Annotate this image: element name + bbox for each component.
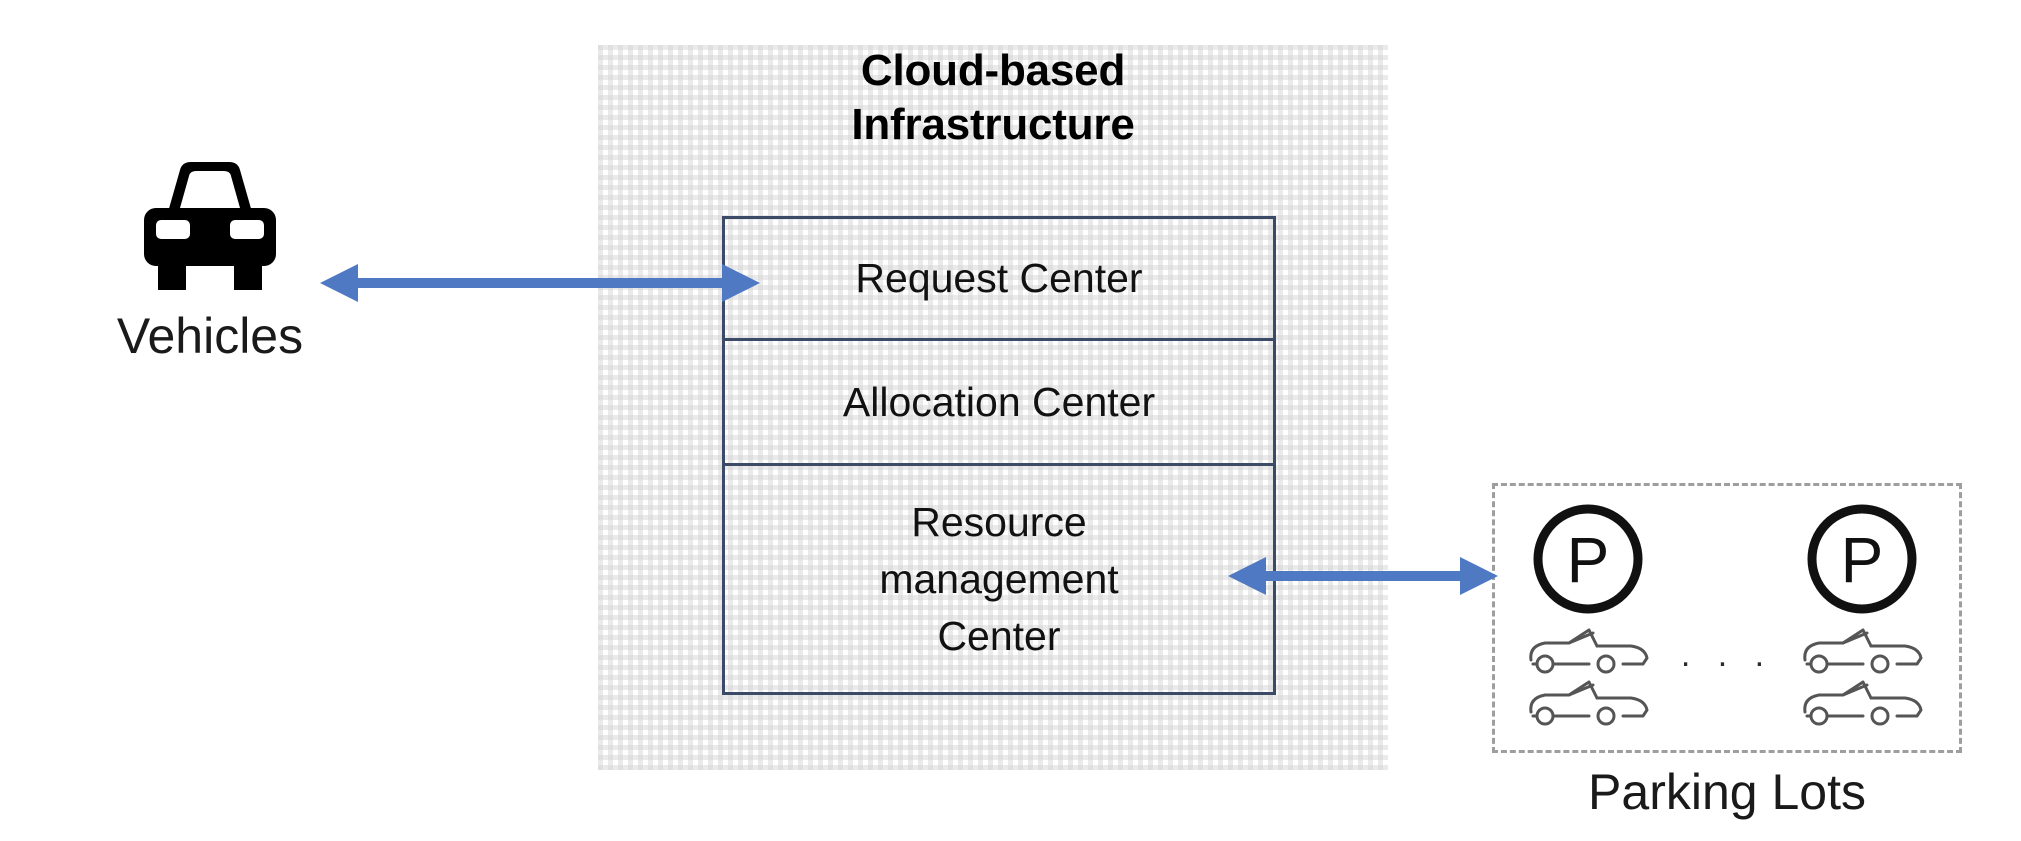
parking-lots-label: Parking Lots bbox=[1588, 764, 1866, 820]
parking-sign-icon: P bbox=[1533, 504, 1643, 614]
svg-text:P: P bbox=[1841, 524, 1884, 596]
svg-text:P: P bbox=[1567, 524, 1610, 596]
allocation-center-box[interactable]: Allocation Center bbox=[722, 338, 1276, 463]
parking-lots-ellipsis: . . . bbox=[1680, 636, 1774, 674]
vehicles-to-request-center-arrow bbox=[320, 264, 760, 302]
cloud-infrastructure-panel bbox=[598, 45, 1388, 770]
resource-management-center-box[interactable]: Resource management Center bbox=[722, 463, 1276, 695]
parking-lots-box: P bbox=[1492, 483, 1962, 753]
convertible-car-outline-icon bbox=[1529, 680, 1649, 726]
parking-lot-item[interactable]: P bbox=[1513, 500, 1663, 728]
cloud-center-stack: Request Center Allocation Center Resourc… bbox=[722, 216, 1276, 695]
convertible-car-outline-icon bbox=[1803, 628, 1923, 674]
request-center-box[interactable]: Request Center bbox=[722, 216, 1276, 338]
cloud-title-line-2: Infrastructure bbox=[851, 100, 1135, 149]
vehicles-node: Vehicles bbox=[60, 150, 360, 366]
car-front-icon bbox=[144, 162, 276, 290]
cloud-title-line-1: Cloud-based bbox=[860, 46, 1126, 95]
cloud-infrastructure-title: Cloud-based Infrastructure bbox=[598, 44, 1388, 152]
vehicles-label: Vehicles bbox=[116, 308, 304, 364]
parking-lot-item[interactable]: P bbox=[1787, 500, 1937, 728]
parking-sign-icon: P bbox=[1807, 504, 1917, 614]
request-center-label: Request Center bbox=[855, 255, 1143, 301]
resource-center-to-parking-lots-arrow bbox=[1228, 557, 1498, 595]
convertible-car-outline-icon bbox=[1529, 628, 1649, 674]
convertible-car-outline-icon bbox=[1803, 680, 1923, 726]
resource-management-center-label: Resource management Center bbox=[879, 498, 1119, 659]
allocation-center-label: Allocation Center bbox=[842, 378, 1156, 425]
parking-lots-node: P bbox=[1492, 483, 1962, 821]
